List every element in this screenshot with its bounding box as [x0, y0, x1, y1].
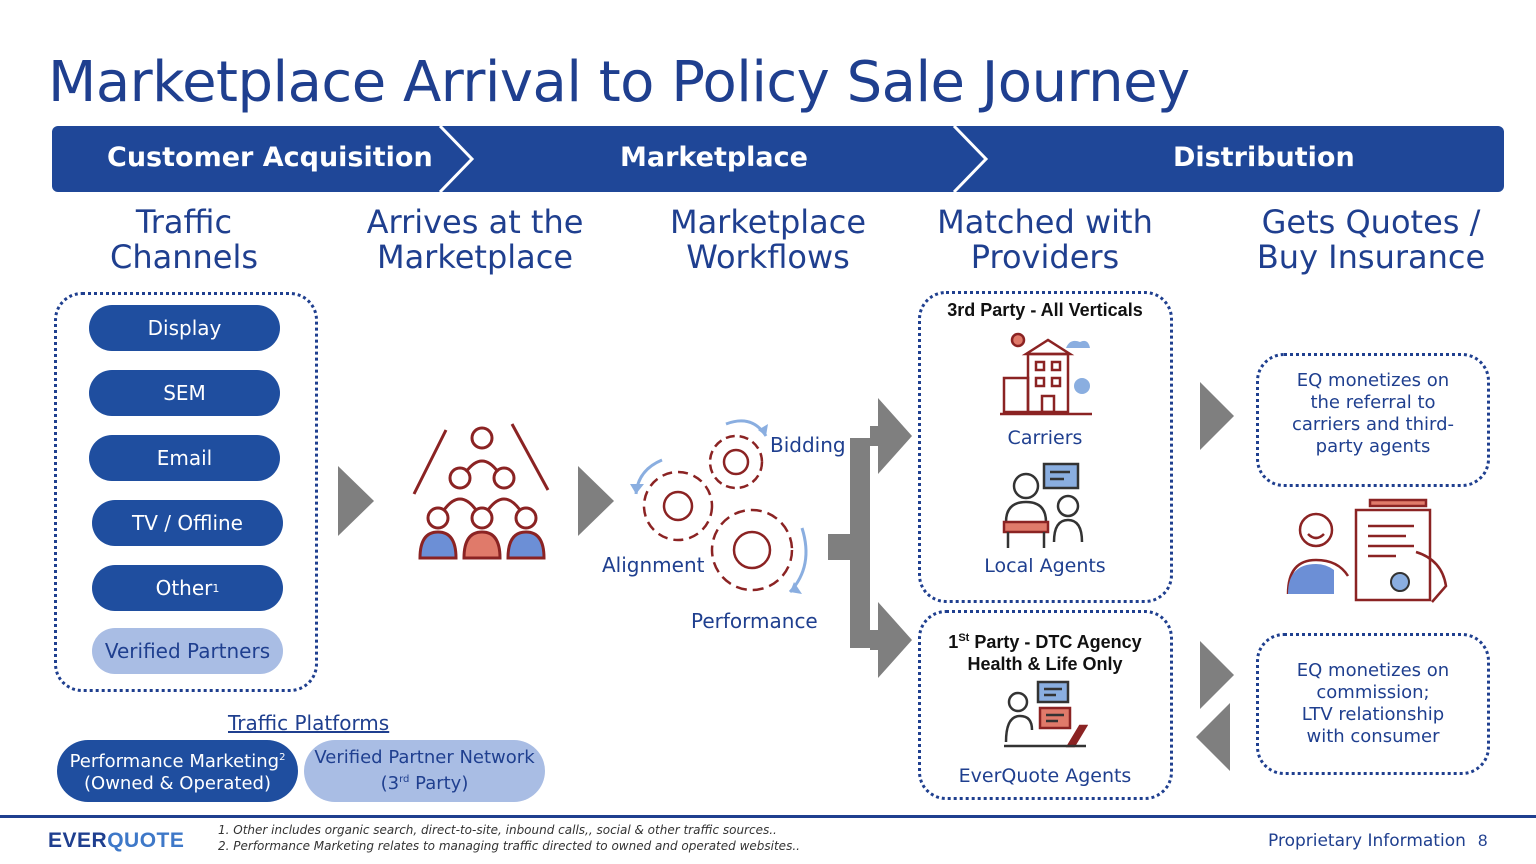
- arrow-back-from-consumer: [1196, 703, 1230, 771]
- referral-box: [1256, 353, 1490, 487]
- channel-verified-partners: Verified Partners: [92, 628, 283, 674]
- page-number: 8: [1478, 831, 1488, 850]
- first-party-box: [918, 610, 1173, 800]
- channel-display: Display: [89, 305, 280, 351]
- commission-text: EQ monetizes on commission; LTV relation…: [1296, 660, 1450, 747]
- split-arrow: [828, 398, 912, 678]
- local-agents-label: Local Agents: [984, 555, 1106, 577]
- arrow-to-marketplace: [338, 466, 374, 536]
- platform-verified-partner-network: Verified Partner Network (3rd Party): [304, 740, 545, 802]
- footer-divider: [0, 815, 1536, 818]
- col-head-quotes: Gets Quotes /Buy Insurance: [1256, 203, 1486, 276]
- stage-distribution: Distribution: [1173, 142, 1355, 173]
- workflow-alignment: Alignment: [602, 553, 705, 577]
- carriers-label: Carriers: [1007, 427, 1083, 449]
- everquote-logo: EVERQUOTE: [48, 829, 185, 852]
- stage-customer-acquisition: Customer Acquisition: [107, 142, 433, 173]
- arrow-to-referral: [1200, 382, 1234, 450]
- referral-text: EQ monetizes on the referral to carriers…: [1291, 370, 1455, 457]
- channel-tv-offline: TV / Offline: [92, 500, 283, 546]
- traffic-platforms-heading[interactable]: Traffic Platforms: [228, 711, 390, 735]
- arrow-to-workflows: [578, 466, 614, 536]
- third-party-box: [918, 291, 1173, 603]
- page-title: Marketplace Arrival to Policy Sale Journ…: [48, 50, 1190, 115]
- stage-bar: [52, 126, 1504, 192]
- stage-marketplace: Marketplace: [620, 142, 808, 173]
- channel-sem: SEM: [89, 370, 280, 416]
- footnote-2: 2. Performance Marketing relates to mana…: [218, 839, 800, 853]
- proprietary-label: Proprietary Information: [1268, 831, 1466, 851]
- footnote-1: 1. Other includes organic search, direct…: [218, 823, 777, 837]
- commission-box: [1256, 633, 1490, 775]
- third-party-heading: 3rd Party - All Verticals: [947, 300, 1143, 320]
- workflow-bidding: Bidding: [770, 433, 846, 457]
- crowd-icon: [412, 423, 550, 560]
- carrier-building-icon: [1000, 332, 1092, 416]
- gears-icon: [630, 419, 808, 594]
- everquote-agents-label: EverQuote Agents: [958, 765, 1132, 787]
- local-agents-icon: [1002, 462, 1084, 548]
- traffic-channels-box: [54, 292, 318, 692]
- channel-email: Email: [89, 435, 280, 481]
- policy-signing-icon: [1286, 498, 1448, 603]
- everquote-agent-icon: [1004, 680, 1088, 748]
- first-party-heading: 1St Party - DTC Agency Health & Life Onl…: [948, 632, 1142, 674]
- platform-performance-marketing: Performance Marketing2 (Owned & Operated…: [57, 740, 298, 802]
- arrow-to-commission: [1200, 641, 1234, 709]
- workflow-performance: Performance: [691, 609, 818, 633]
